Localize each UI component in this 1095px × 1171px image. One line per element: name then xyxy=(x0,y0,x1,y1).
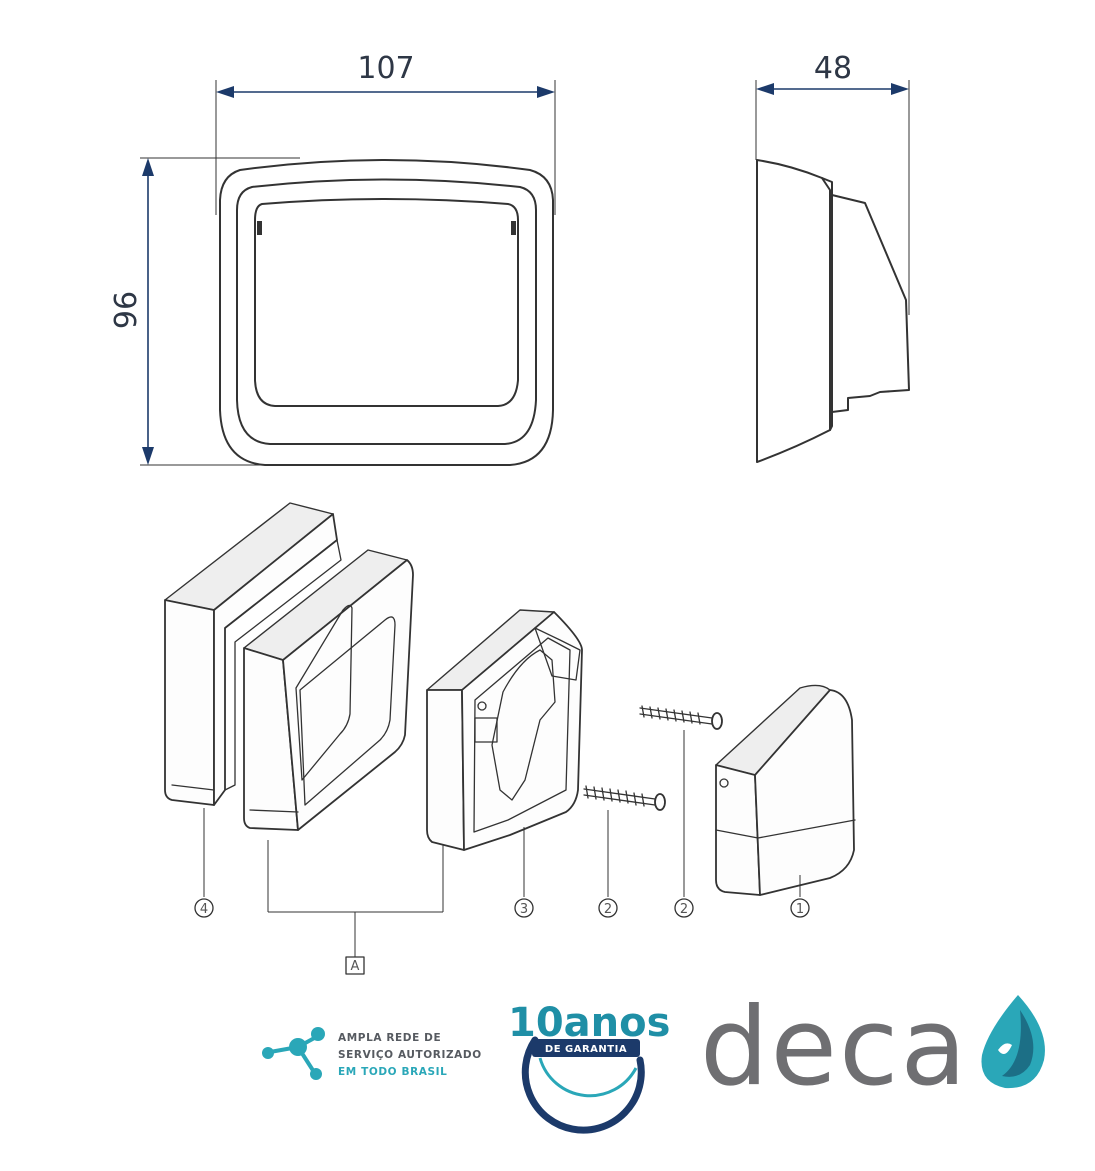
network-line-3: EM TODO BRASIL xyxy=(338,1066,447,1078)
front-view-outer-outline xyxy=(219,159,554,466)
deca-logo: deca xyxy=(700,985,1045,1110)
part-4-side-face xyxy=(164,599,215,806)
callout-a: A xyxy=(345,956,365,975)
housing-front-face xyxy=(461,611,583,851)
svg-text:2: 2 xyxy=(604,902,612,917)
svg-text:1: 1 xyxy=(796,902,804,917)
callout-3: 3 xyxy=(514,898,534,918)
front-view: 107 96 xyxy=(109,51,556,466)
width-dimension-label: 107 xyxy=(357,51,414,86)
warranty-label: DE GARANTIA xyxy=(545,1044,627,1055)
svg-text:A: A xyxy=(351,959,360,974)
width-arrow-right xyxy=(537,86,555,98)
housing-side-face xyxy=(426,689,465,851)
side-view: 48 xyxy=(755,51,910,463)
warranty-number: 10anos xyxy=(508,1000,670,1046)
height-arrow-top xyxy=(142,158,154,176)
right-tab-mark xyxy=(511,221,516,235)
side-view-button-profile xyxy=(831,194,910,413)
height-arrow-bottom xyxy=(142,447,154,465)
warranty-seal-icon xyxy=(521,1036,645,1134)
button-pin-hole xyxy=(719,778,729,788)
deca-drop-logo-icon xyxy=(981,995,1045,1089)
frame-inner-opening xyxy=(299,616,396,806)
frame-side-face xyxy=(243,647,299,831)
callout-2-upper: 2 xyxy=(674,898,694,918)
depth-dimension-label: 48 xyxy=(814,51,852,86)
svg-text:4: 4 xyxy=(200,902,208,917)
depth-arrow-right xyxy=(891,83,909,95)
part-1-push-button xyxy=(715,684,856,896)
exploded-view: 4 3 2 2 1 A xyxy=(164,502,856,975)
network-icon xyxy=(262,1027,325,1080)
height-dimension-label: 96 xyxy=(109,291,144,329)
housing-inner-rim xyxy=(473,637,571,833)
warranty-badge: 10anos DE GARANTIA xyxy=(508,1000,670,1134)
part-4-back-plate xyxy=(164,502,342,806)
part-2-screw-lower xyxy=(583,785,666,811)
svg-text:3: 3 xyxy=(520,902,528,917)
service-network-badge: AMPLA REDE DE SERVIÇO AUTORIZADO EM TODO… xyxy=(262,1027,482,1080)
housing-mechanism-cavity xyxy=(491,649,556,801)
part-2-screw-upper xyxy=(639,705,723,730)
width-arrow-left xyxy=(216,86,234,98)
callout-leaders xyxy=(203,730,801,957)
network-line-1: AMPLA REDE DE xyxy=(338,1032,441,1044)
side-view-collar xyxy=(821,177,833,431)
housing-screw-hole xyxy=(477,701,487,711)
button-front-face xyxy=(754,689,855,896)
housing-top-clip xyxy=(534,627,581,681)
callout-1: 1 xyxy=(790,898,810,918)
screw-head-lower xyxy=(654,793,666,811)
frame-inner-opening-left xyxy=(295,604,353,781)
svg-text:2: 2 xyxy=(680,902,688,917)
side-view-body xyxy=(756,159,831,463)
brand-wordmark: deca xyxy=(700,985,969,1110)
front-view-button-panel xyxy=(254,198,519,407)
callout-2-lower: 2 xyxy=(598,898,618,918)
housing-left-clip xyxy=(474,717,498,743)
frame-front-face xyxy=(282,559,414,831)
screw-head-upper xyxy=(711,712,723,730)
front-view-inner-frame xyxy=(236,178,537,445)
network-line-2: SERVIÇO AUTORIZADO xyxy=(338,1049,482,1061)
depth-arrow-left xyxy=(756,83,774,95)
part-3-mechanism-housing xyxy=(426,609,583,851)
callout-4: 4 xyxy=(194,898,214,918)
left-tab-mark xyxy=(257,221,262,235)
part-a-frame-ring xyxy=(243,549,414,831)
button-side-face xyxy=(715,764,761,896)
